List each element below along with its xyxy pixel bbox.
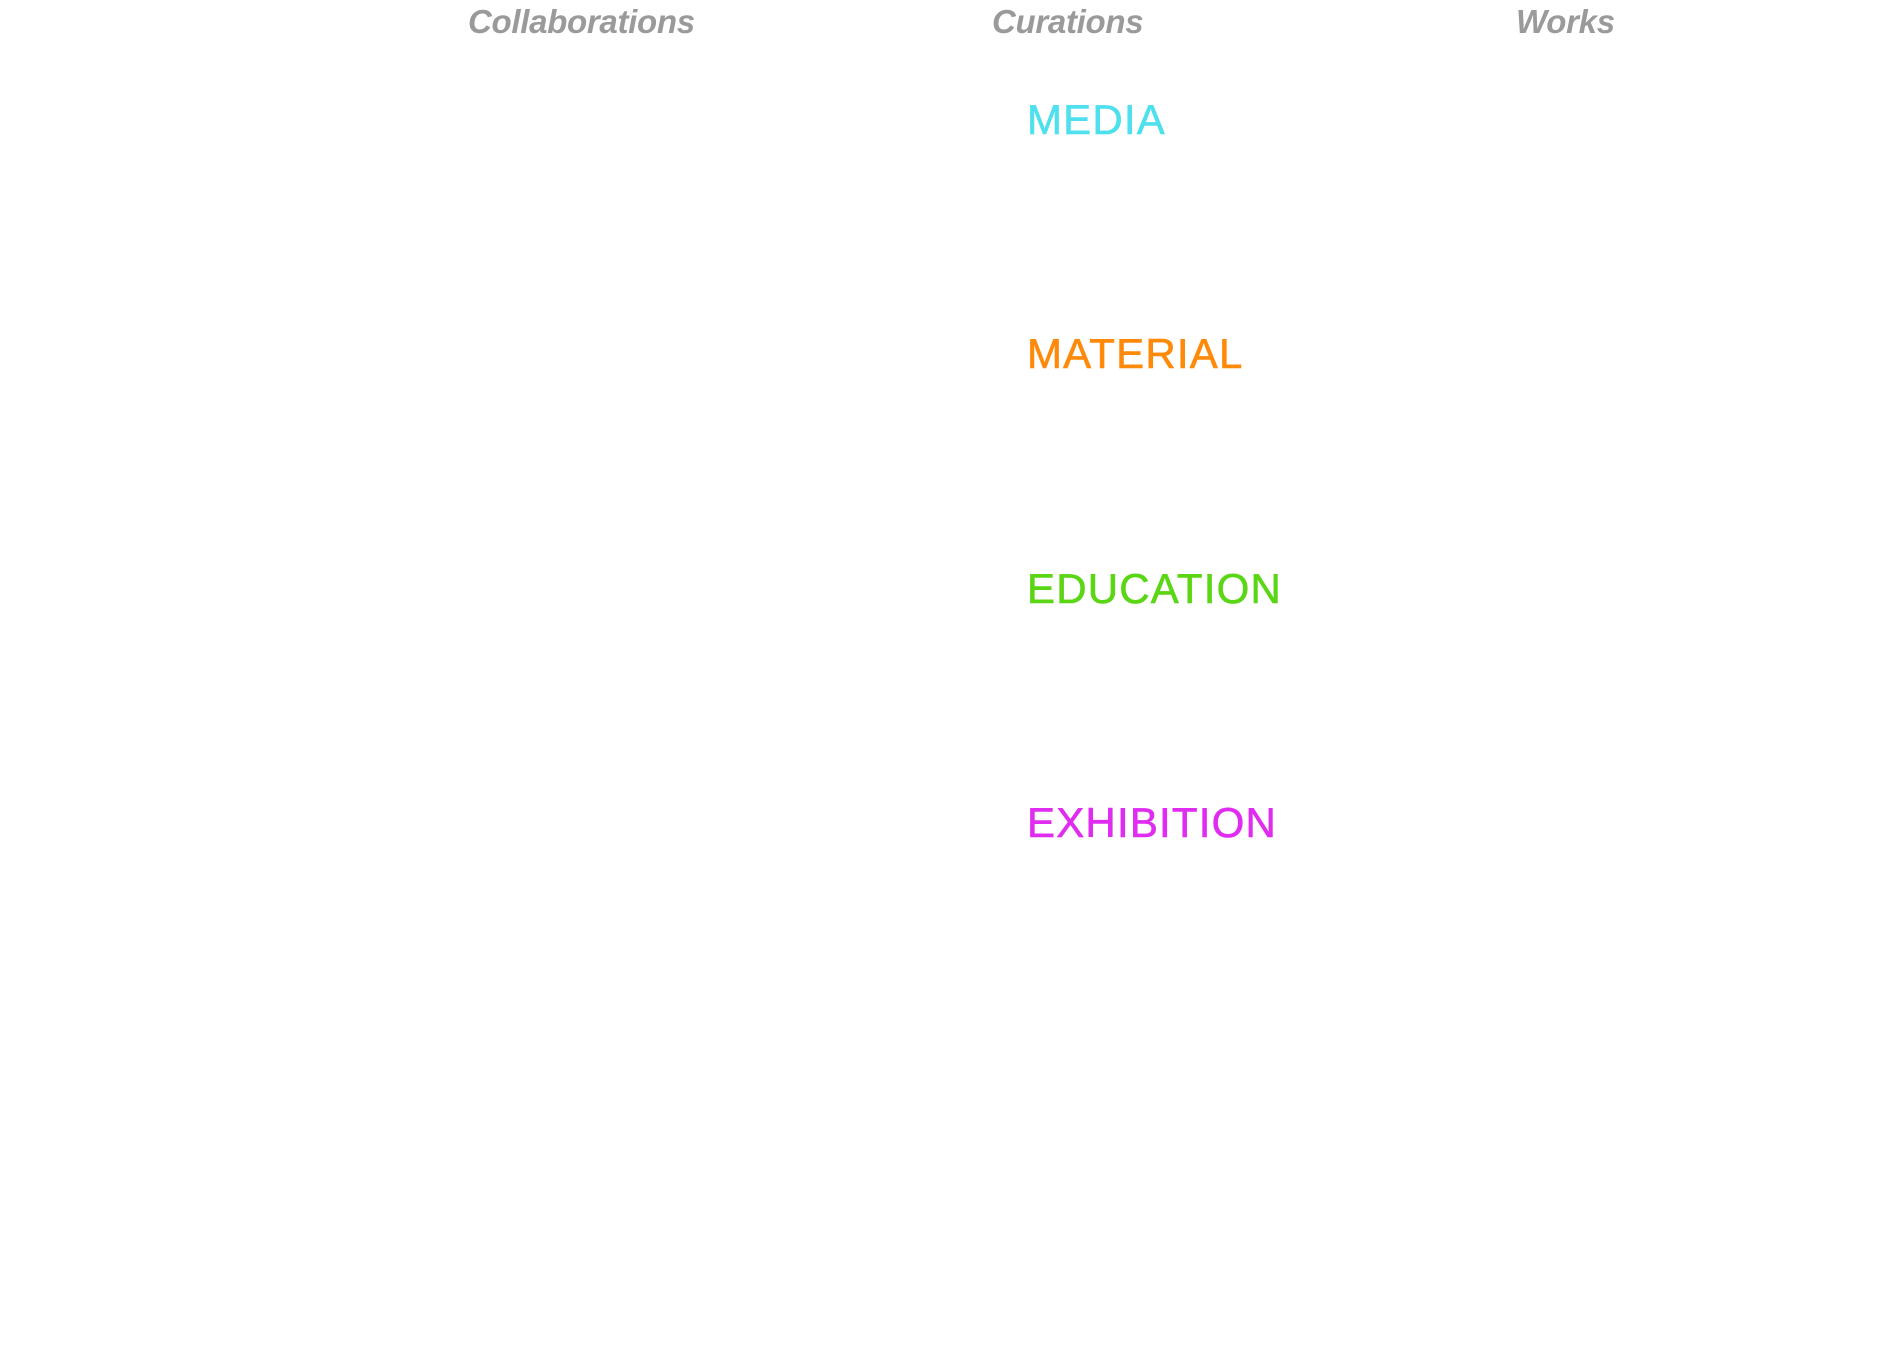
category-link-media[interactable]: MEDIA bbox=[1027, 96, 1167, 144]
nav-link-collaborations[interactable]: Collaborations bbox=[468, 3, 695, 40]
category-link-exhibition[interactable]: EXHIBITION bbox=[1027, 799, 1278, 847]
category-link-material[interactable]: MATERIAL bbox=[1027, 330, 1244, 378]
category-link-education[interactable]: EDUCATION bbox=[1027, 565, 1283, 613]
nav-link-curations[interactable]: Curations bbox=[992, 3, 1144, 40]
nav-link-works[interactable]: Works bbox=[1516, 3, 1615, 40]
